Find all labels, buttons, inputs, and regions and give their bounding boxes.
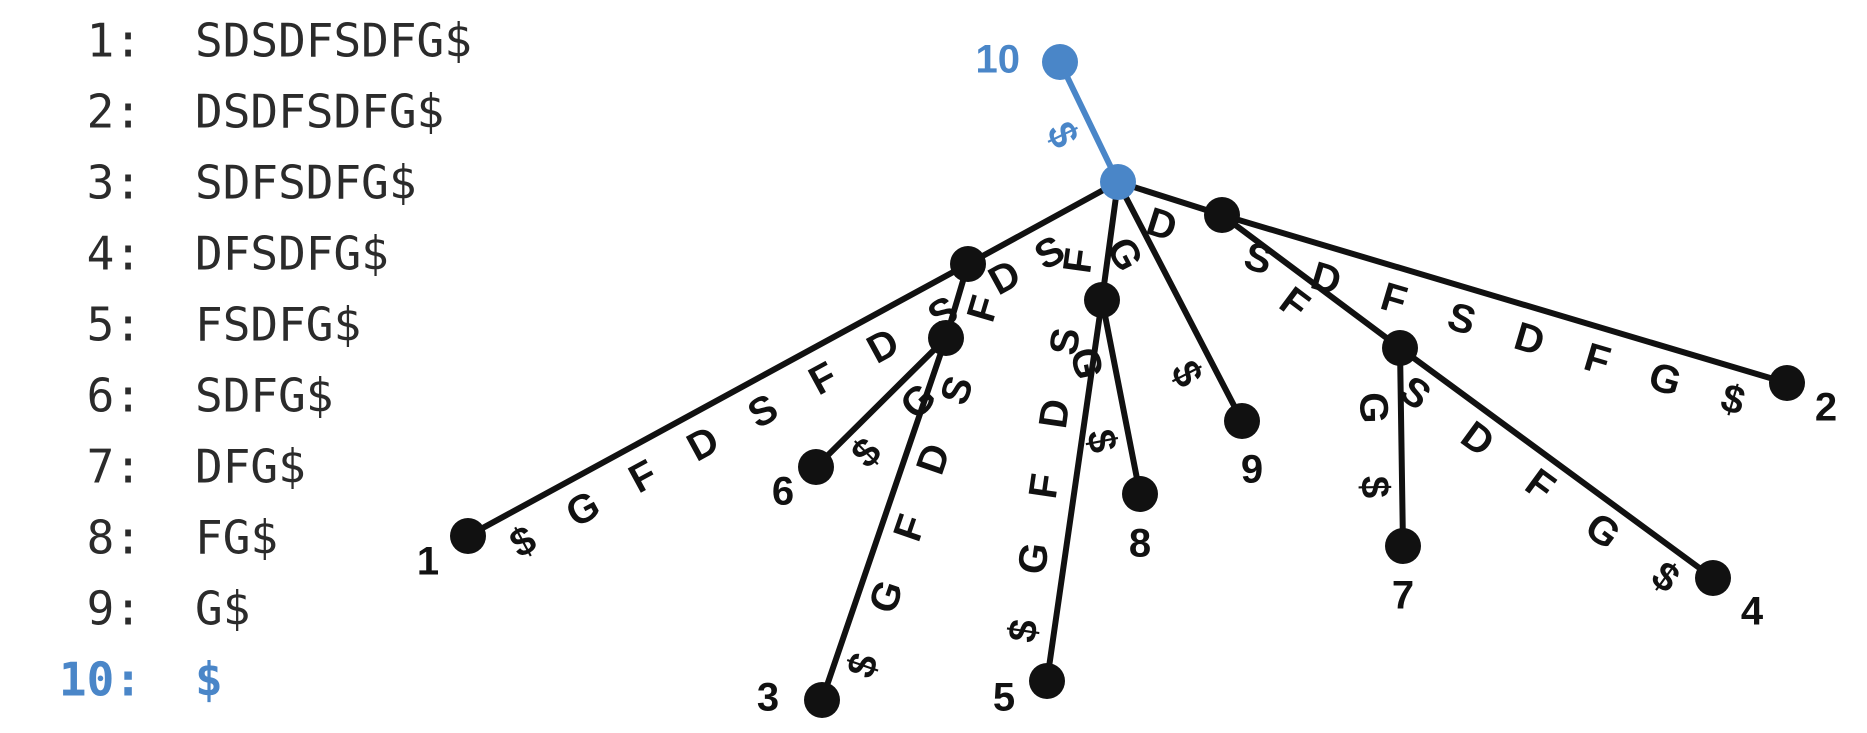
tree-edge bbox=[1099, 179, 1121, 303]
edge-label-char: $ bbox=[1352, 476, 1396, 499]
suffix-string: G$ bbox=[195, 582, 250, 636]
leaf-label: 8 bbox=[1129, 522, 1151, 566]
suffix-index: 3: bbox=[87, 156, 142, 210]
edge-label-char: S bbox=[1042, 325, 1089, 358]
leaf-label: 10 bbox=[976, 38, 1021, 82]
suffix-index: 9: bbox=[87, 582, 142, 636]
suffix-string: $ bbox=[195, 653, 223, 707]
tree-edge bbox=[813, 335, 949, 470]
edge-label-char: F bbox=[622, 452, 664, 502]
edge-label-char: D bbox=[1509, 314, 1549, 364]
suffix-string: DFG$ bbox=[195, 440, 306, 494]
edge-label-char: $ bbox=[1038, 115, 1087, 154]
tree-edge bbox=[965, 179, 1121, 267]
suffix-string: FSDFG$ bbox=[195, 298, 361, 352]
suffix-index: 2: bbox=[87, 85, 142, 139]
edge-label-char: $ bbox=[1162, 354, 1211, 394]
leaf-node bbox=[804, 682, 840, 718]
suffix-string: DSDFSDFG$ bbox=[195, 85, 444, 139]
edge-label-char: F bbox=[1021, 471, 1068, 501]
internal-node bbox=[1382, 330, 1418, 366]
edge-label-char: S bbox=[741, 386, 785, 437]
edge-label-char: $ bbox=[839, 648, 888, 683]
leaf-node bbox=[1029, 663, 1065, 699]
tree-edge bbox=[1057, 59, 1121, 185]
suffix-index: 5: bbox=[87, 298, 142, 352]
leaf-node bbox=[1769, 365, 1805, 401]
edge-label-char: S bbox=[1443, 294, 1481, 344]
tree-edge bbox=[1099, 297, 1143, 497]
suffix-string: DFSDFG$ bbox=[195, 227, 389, 281]
edge-label-char: $ bbox=[1643, 553, 1687, 602]
tree-leaf-labels: 10 1 2 3 4 5 6 7 8 9 bbox=[417, 38, 1837, 720]
edge-label-char: $ bbox=[503, 517, 544, 566]
edge-label-char: F bbox=[1055, 246, 1102, 276]
suffix-index: 1: bbox=[87, 14, 142, 68]
tree-edge bbox=[1397, 345, 1406, 549]
leaf-node bbox=[450, 518, 486, 554]
suffix-index: 10: bbox=[59, 653, 142, 707]
tree-edge bbox=[1115, 179, 1245, 424]
suffix-index: 4: bbox=[87, 227, 142, 281]
leaf-label: 9 bbox=[1241, 448, 1263, 492]
edge-label-char: F bbox=[1517, 460, 1563, 510]
edge-label-char: D bbox=[1031, 396, 1079, 431]
tree-edge bbox=[819, 335, 949, 703]
leaf-node bbox=[1695, 560, 1731, 596]
suffix-index: 8: bbox=[87, 511, 142, 565]
leaf-label: 3 bbox=[757, 676, 779, 720]
internal-node bbox=[928, 320, 964, 356]
tree-edge bbox=[465, 261, 971, 539]
leaf-label: 4 bbox=[1741, 590, 1764, 634]
leaf-label: 6 bbox=[772, 470, 794, 514]
internal-node bbox=[1100, 164, 1136, 200]
edge-label-char: G bbox=[1644, 354, 1686, 405]
edge-label-char: $ bbox=[1000, 617, 1047, 645]
leaf-node bbox=[1042, 44, 1078, 80]
leaf-label: 1 bbox=[417, 540, 439, 584]
tree-edge bbox=[1397, 345, 1716, 581]
tree-edge bbox=[1219, 212, 1790, 386]
leaf-node bbox=[1385, 528, 1421, 564]
tree-edge bbox=[1115, 179, 1225, 218]
tree-edges bbox=[465, 59, 1790, 703]
leaf-label: 2 bbox=[1815, 386, 1837, 430]
edge-label-char: G bbox=[1010, 540, 1058, 577]
tree-edge bbox=[1044, 297, 1105, 684]
edge-label-char: $ bbox=[1716, 376, 1750, 425]
edge-label-char: D bbox=[981, 251, 1027, 303]
leaf-label: 5 bbox=[993, 676, 1015, 720]
edge-label-char: G bbox=[559, 483, 607, 537]
leaf-node bbox=[798, 449, 834, 485]
suffix-string: SDSDFSDFG$ bbox=[195, 14, 472, 68]
tree-edge bbox=[1219, 212, 1403, 351]
tree-nodes bbox=[450, 44, 1805, 718]
suffix-string: SDFG$ bbox=[195, 369, 333, 423]
edge-label-char: D bbox=[908, 438, 959, 480]
suffix-index: 7: bbox=[87, 440, 142, 494]
internal-node bbox=[950, 246, 986, 282]
suffix-string: FG$ bbox=[195, 511, 278, 565]
edge-label-char: G bbox=[1351, 392, 1395, 424]
leaf-label: 7 bbox=[1392, 574, 1414, 618]
leaf-node bbox=[1224, 403, 1260, 439]
edge-label-char: G bbox=[861, 575, 913, 619]
edge-label-char: S bbox=[1239, 234, 1277, 284]
edge-label-char: D bbox=[860, 320, 906, 372]
edge-label-char: D bbox=[680, 418, 726, 470]
edge-label-char: F bbox=[802, 354, 844, 404]
internal-node bbox=[1084, 282, 1120, 318]
suffix-string: SDFSDFG$ bbox=[195, 156, 417, 210]
edge-label-char: F bbox=[1376, 274, 1412, 323]
internal-node bbox=[1204, 197, 1240, 233]
edge-label-char: F bbox=[1579, 335, 1615, 384]
suffix-list: 1: SDSDFSDFG$ 2: DSDFSDFG$ 3: SDFSDFG$ 4: DFSDF… bbox=[59, 14, 472, 707]
suffix-index: 6: bbox=[87, 369, 142, 423]
edge-label-char: F bbox=[885, 509, 935, 546]
edge-label-char: D bbox=[1141, 199, 1182, 250]
leaf-node bbox=[1122, 476, 1158, 512]
